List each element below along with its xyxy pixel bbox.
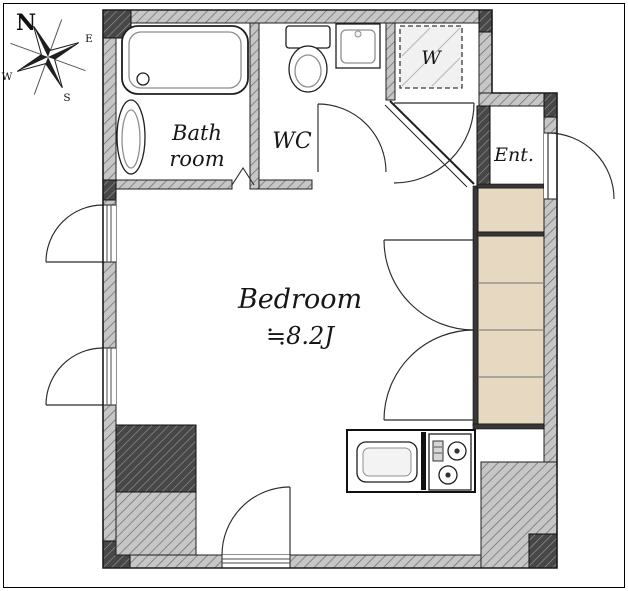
closet-divider [476,231,545,237]
kitchen-sink [356,441,418,483]
wc-basin [335,23,381,69]
column-right-upper [543,92,558,118]
wc-bottom-wall [258,179,313,190]
washer-label: W [421,47,442,69]
bottom-door [221,486,291,568]
toilet [285,25,331,93]
window-left-upper [45,204,116,263]
column-top-right [478,9,493,33]
plan-outline [102,9,558,569]
column-left-mid [102,179,117,201]
window-swing-arc [45,204,104,263]
closet-door-arc-upper [383,239,475,331]
room-labels: Bath room WC Ent. Bedroom ≒8.2J [169,121,534,350]
stove [428,433,472,491]
closet-shelves [479,282,543,378]
entrance-door-arc [547,132,615,200]
wc-door-arc [317,103,387,173]
compass-label-north: N [16,10,36,36]
bathroom-right-wall [249,22,260,190]
top-wall [102,9,493,24]
entrance-door [544,132,615,200]
hall-diagonal-wall [389,100,475,185]
toilet-tank [285,25,331,49]
entrance-label: Ent. [493,144,534,166]
closet-bottom-wall [472,423,545,430]
structure-bottom-left-dark [115,424,197,493]
bathroom-label-line1: Bath [171,121,222,145]
hall-door [393,102,475,184]
bathroom-label-line2: room [169,147,224,171]
structural-columns [102,9,558,569]
partition-walls [115,22,475,190]
window-left-lower [45,347,116,406]
image-border [3,3,625,588]
compass-label-east: E [85,33,93,45]
floor-plan: W [45,9,615,569]
hall-door-arc [393,102,475,184]
closet-left-wall [472,185,479,427]
washer-divider-wall [385,22,396,101]
compass-label-west: W [2,71,13,83]
bathroom-bottom-wall [115,179,233,190]
wc-label: WC [272,129,312,154]
floor-area [103,10,557,568]
openings [45,102,615,568]
closet [472,183,545,430]
bathtub [121,25,249,95]
bottom-door-arc [221,486,291,556]
compass-star-shading [17,26,79,88]
bathroom-bifold-door [231,166,255,186]
hall-diagonal-wall-inner [384,104,468,188]
compass-rose: N E S W [2,10,93,104]
window-swing-arc [45,347,104,406]
wc-door [317,103,387,173]
bedroom-area-label: ≒8.2J [266,322,335,350]
kitchen-counter [346,429,476,493]
closet-door-arc-lower [383,329,475,421]
closet-doors [383,239,475,421]
entrance-step [477,187,545,233]
fish-grill [432,440,444,462]
column-bottom-right [528,533,558,569]
toilet-bowl [288,45,328,93]
bathroom-sink [116,99,146,175]
left-wall [102,9,117,569]
washing-machine-space: W [399,25,463,89]
entrance-left-wall [476,105,491,187]
bathtub-drain [136,72,150,86]
bedroom-label: Bedroom [237,284,362,315]
stove-divider [421,432,426,490]
fixtures: W [116,23,476,493]
wc-basin-faucet [354,30,362,38]
compass-label-south: S [63,92,70,104]
